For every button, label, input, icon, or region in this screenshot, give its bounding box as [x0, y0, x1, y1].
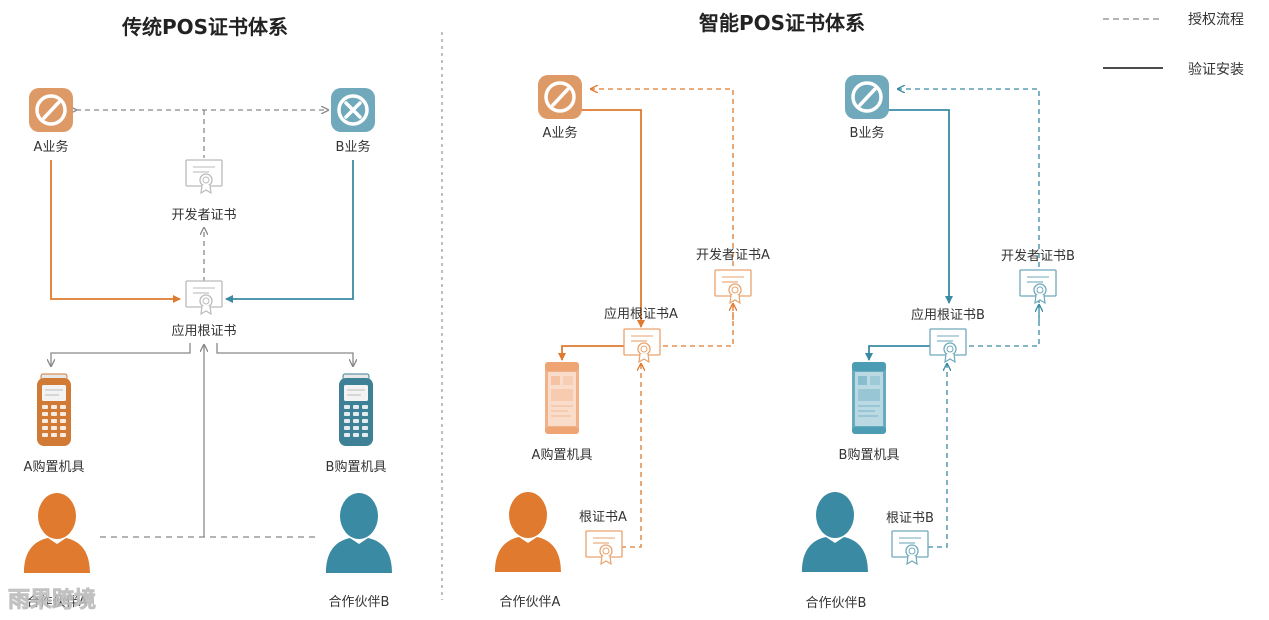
smart-b-business-icon: [843, 73, 891, 121]
link-a-to-root: [50, 160, 181, 303]
a-device-label: A购置机具: [24, 459, 85, 475]
smart-a-business-label: A业务: [543, 125, 578, 141]
developer-cert-label: 开发者证书: [171, 207, 236, 223]
smart-b-app-root-cert-label: 应用根证书B: [911, 307, 985, 323]
smart-b-business-label: B业务: [850, 125, 885, 141]
legend-verify-install: 验证安装: [1188, 62, 1244, 78]
link-root-to-a-device: [51, 343, 191, 366]
partner-a-icon: [24, 493, 90, 573]
link-rootcert-small-a-to-approot: [621, 364, 641, 548]
partner-a-label: 合作伙伴A: [27, 595, 88, 610]
link-business-a-to-rootcert: [560, 109, 645, 328]
smart-section-a: A业务 开发者证书A 应用根证书A A购置机具 根证书A 合作伙伴A: [495, 73, 770, 610]
smart-b-developer-cert-label: 开发者证书B: [1001, 248, 1075, 264]
link-rootcert-b-to-device: [865, 345, 930, 361]
link-rootcert-small-b-to-approot: [928, 364, 947, 548]
smart-b-device-label: B购置机具: [839, 447, 900, 463]
partner-b-label: 合作伙伴B: [329, 595, 390, 610]
legend-auth-flow: 授权流程: [1188, 12, 1244, 28]
developer-cert-icon: [185, 159, 223, 194]
smart-partner-b-icon: [802, 492, 868, 572]
a-pos-icon: [36, 373, 72, 447]
link-b-to-root: [225, 160, 354, 303]
smart-a-business-icon: [536, 73, 584, 121]
smart-b-developer-cert-icon: [1019, 269, 1057, 304]
smart-a-app-root-cert-label: 应用根证书A: [604, 306, 678, 322]
link-business-b-to-rootcert: [867, 109, 953, 304]
app-root-cert-icon: [185, 280, 223, 315]
smart-a-developer-cert-icon: [714, 269, 752, 304]
app-root-cert-label: 应用根证书: [171, 323, 236, 339]
a-business-icon: [27, 86, 75, 134]
watermark: 雨果跨境: [8, 587, 96, 613]
legend: 授权流程 验证安装: [1103, 12, 1244, 78]
smart-a-app-root-cert-icon: [623, 328, 661, 363]
b-business-label: B业务: [336, 139, 371, 155]
smart-a-pos-icon: [544, 361, 580, 435]
smart-b-app-root-cert-icon: [929, 328, 967, 363]
link-rootcert-a-to-device: [558, 345, 624, 361]
smart-partner-a-icon: [495, 492, 561, 572]
smart-partner-b-label: 合作伙伴B: [806, 596, 867, 611]
smart-a-root-cert-icon: [585, 530, 623, 565]
smart-b-root-cert-label: 根证书B: [886, 511, 934, 526]
b-device-label: B购置机具: [326, 459, 387, 475]
smart-partner-a-label: 合作伙伴A: [500, 595, 561, 610]
smart-section-b: B业务 开发者证书B 应用根证书B B购置机具 根证书B 合作伙伴B: [802, 73, 1075, 611]
link-devcert-a-to-business: [591, 89, 734, 320]
smart-b-pos-icon: [851, 361, 887, 435]
b-pos-icon: [338, 373, 374, 447]
smart-a-root-cert-label: 根证书A: [579, 510, 627, 525]
a-business-label: A业务: [34, 139, 69, 155]
smart-a-device-label: A购置机具: [532, 447, 593, 463]
smart-title: 智能POS证书体系: [699, 11, 865, 35]
smart-a-developer-cert-label: 开发者证书A: [696, 247, 770, 263]
b-business-icon: [329, 86, 377, 134]
link-root-to-b-device: [216, 343, 353, 366]
link-devcert-b-to-business: [898, 89, 1040, 321]
smart-b-root-cert-icon: [891, 530, 929, 565]
partner-b-icon: [326, 493, 392, 573]
traditional-section: A业务 B业务 开发者证书 应用根证书 A购置机具 B购置机具 合作伙伴A 合作…: [24, 86, 392, 610]
traditional-title: 传统POS证书体系: [121, 15, 288, 39]
